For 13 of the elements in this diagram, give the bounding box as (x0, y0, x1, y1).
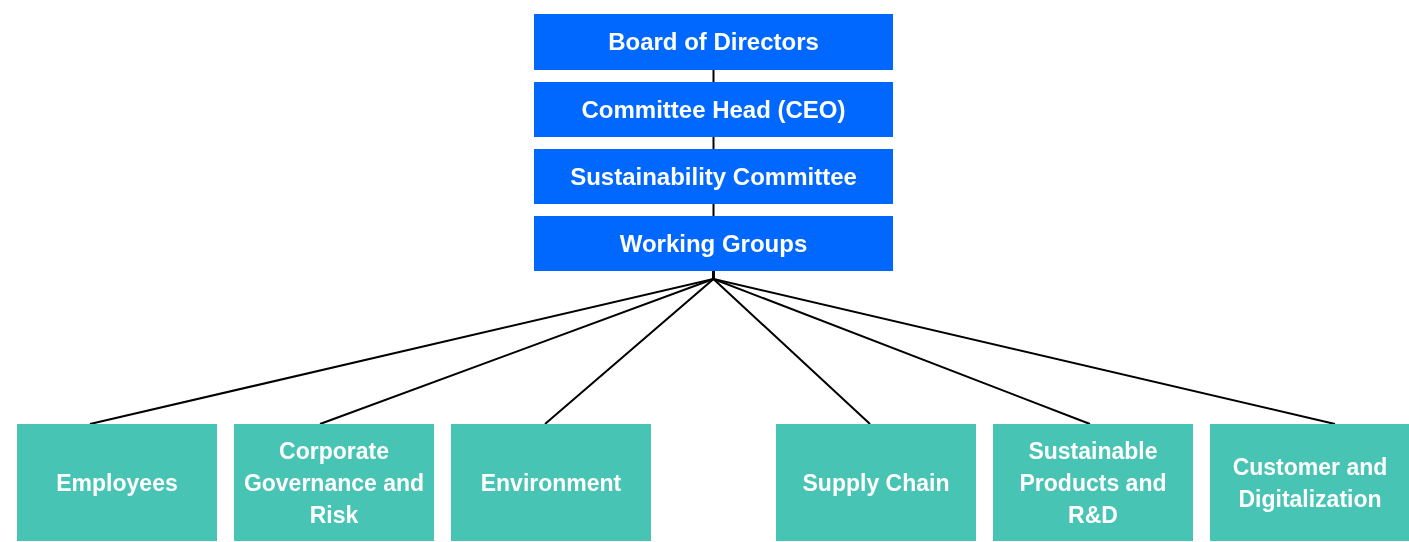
working-group-box: Customer and Digitalization (1210, 424, 1409, 541)
working-group-box: Supply Chain (776, 424, 976, 541)
org-box: Sustainability Committee (534, 149, 893, 204)
connector-line (712, 203, 715, 217)
working-group-box: Corporate Governance and Risk (234, 424, 434, 541)
working-group-box: Employees (17, 424, 217, 541)
connector-line (712, 136, 715, 150)
working-group-box: Environment (451, 424, 651, 541)
org-box: Board of Directors (534, 14, 893, 70)
org-box: Committee Head (CEO) (534, 82, 893, 137)
working-group-box: Sustainable Products and R&D (993, 424, 1193, 541)
org-box: Working Groups (534, 216, 893, 271)
connector-line (712, 69, 715, 83)
